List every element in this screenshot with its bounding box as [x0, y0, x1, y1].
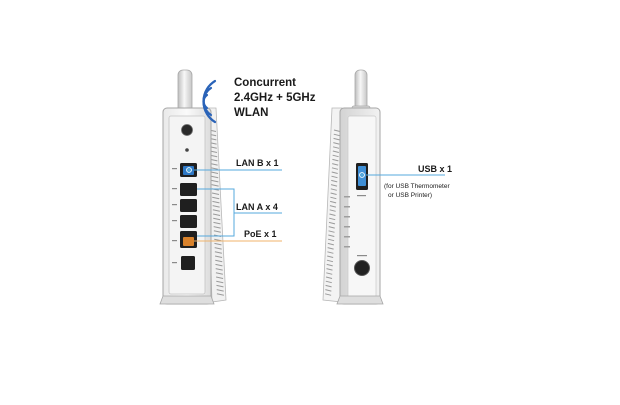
- fin-ridge: [333, 129, 341, 132]
- fin-ridge: [214, 255, 223, 258]
- fin-ridge: [216, 280, 224, 284]
- fin-ridge: [210, 163, 218, 166]
- fin-ridge: [216, 284, 224, 288]
- fin-ridge: [324, 293, 332, 296]
- wlan-line-2: 2.4GHz + 5GHz: [234, 92, 316, 104]
- fin-ridge: [325, 280, 332, 284]
- fin-ridge: [326, 272, 333, 275]
- wlan-line-3: WLAN: [234, 107, 269, 119]
- fin-ridge: [328, 230, 335, 233]
- fin-ridge: [330, 184, 338, 187]
- side-fins: [322, 107, 343, 303]
- fin-ridge: [211, 175, 219, 179]
- fin-ridge: [214, 247, 222, 250]
- fin-ridge: [328, 234, 335, 237]
- fin-ridge: [216, 293, 224, 296]
- fin-ridge: [211, 179, 219, 183]
- fin-ridge: [327, 247, 334, 250]
- fin-ridge: [327, 255, 334, 258]
- usb-label: USB x 1: [418, 164, 452, 174]
- callout-lines-left: [194, 169, 282, 242]
- fin-ridge: [215, 276, 224, 279]
- fin-ridge: [333, 142, 340, 145]
- router-rear-view: [159, 69, 227, 305]
- fin-ridge: [327, 238, 335, 242]
- fin-ridge: [331, 171, 338, 174]
- fin-ridge: [325, 284, 332, 288]
- wifi-signal-icon: [202, 79, 217, 124]
- power-button: [354, 260, 370, 276]
- fin-ridge: [212, 209, 220, 212]
- wlan-line-1: Concurrent: [234, 77, 296, 89]
- poe-port: [180, 234, 197, 248]
- fin-ridge: [326, 259, 334, 263]
- fin-ridge: [210, 171, 219, 174]
- fin-ridge: [213, 217, 221, 221]
- fin-ridge: [332, 146, 340, 149]
- fin-ridge: [214, 238, 222, 242]
- fin-ridge: [331, 167, 339, 170]
- fin-ridge: [330, 196, 337, 200]
- fin-ridge: [331, 179, 338, 183]
- fin-ridge: [212, 196, 220, 200]
- fin-ridge: [326, 268, 333, 271]
- fin-ridge: [330, 200, 337, 204]
- fin-ridge: [211, 192, 220, 195]
- router-side-view: [322, 69, 384, 305]
- fin-ridge: [212, 200, 220, 204]
- fin-ridge: [326, 263, 333, 267]
- lan-b-label: LAN B x 1: [236, 158, 279, 168]
- fin-ridge: [210, 158, 218, 162]
- fin-ridge: [332, 163, 339, 166]
- fin-ridge: [215, 272, 223, 275]
- fin-ridge: [213, 221, 221, 225]
- reset-button: [181, 124, 193, 136]
- lan-a-label: LAN A x 4: [236, 202, 278, 212]
- fin-ridge: [214, 242, 222, 246]
- fin-ridge: [332, 158, 339, 162]
- fin-ridge: [212, 213, 221, 216]
- fin-ridge: [212, 205, 220, 208]
- fin-ridge: [329, 209, 336, 212]
- fin-ridge: [216, 289, 224, 292]
- fin-ridge: [210, 167, 218, 170]
- power-jack: [181, 256, 195, 270]
- poe-label: PoE x 1: [244, 229, 277, 239]
- fin-ridge: [329, 217, 336, 221]
- fin-ridge: [332, 150, 339, 153]
- fin-ridge: [328, 221, 336, 225]
- usb-note-line-1: (for USB Thermometer: [384, 183, 450, 190]
- fin-ridge: [214, 251, 222, 254]
- fin-ridge: [329, 205, 337, 208]
- fin-ridge: [330, 192, 337, 195]
- fin-ridge: [332, 154, 339, 158]
- fin-ridge: [211, 184, 219, 187]
- fin-ridge: [215, 263, 223, 267]
- fin-ridge: [329, 213, 336, 216]
- fin-ridge: [215, 268, 223, 271]
- fin-ridge: [213, 226, 221, 229]
- fin-ridge: [327, 251, 334, 254]
- fin-ridge: [333, 133, 340, 137]
- fin-ridge: [331, 175, 338, 179]
- fin-ridge: [325, 276, 333, 279]
- usb-note-line-2: or USB Printer): [388, 192, 432, 199]
- fin-ridge: [325, 289, 332, 292]
- fin-ridge: [327, 242, 334, 246]
- fin-ridge: [333, 137, 340, 141]
- fin-ridge: [330, 188, 337, 191]
- fin-ridge: [213, 230, 221, 233]
- fin-ridge: [215, 259, 223, 263]
- antenna: [177, 69, 193, 115]
- fin-ridge: [328, 226, 335, 229]
